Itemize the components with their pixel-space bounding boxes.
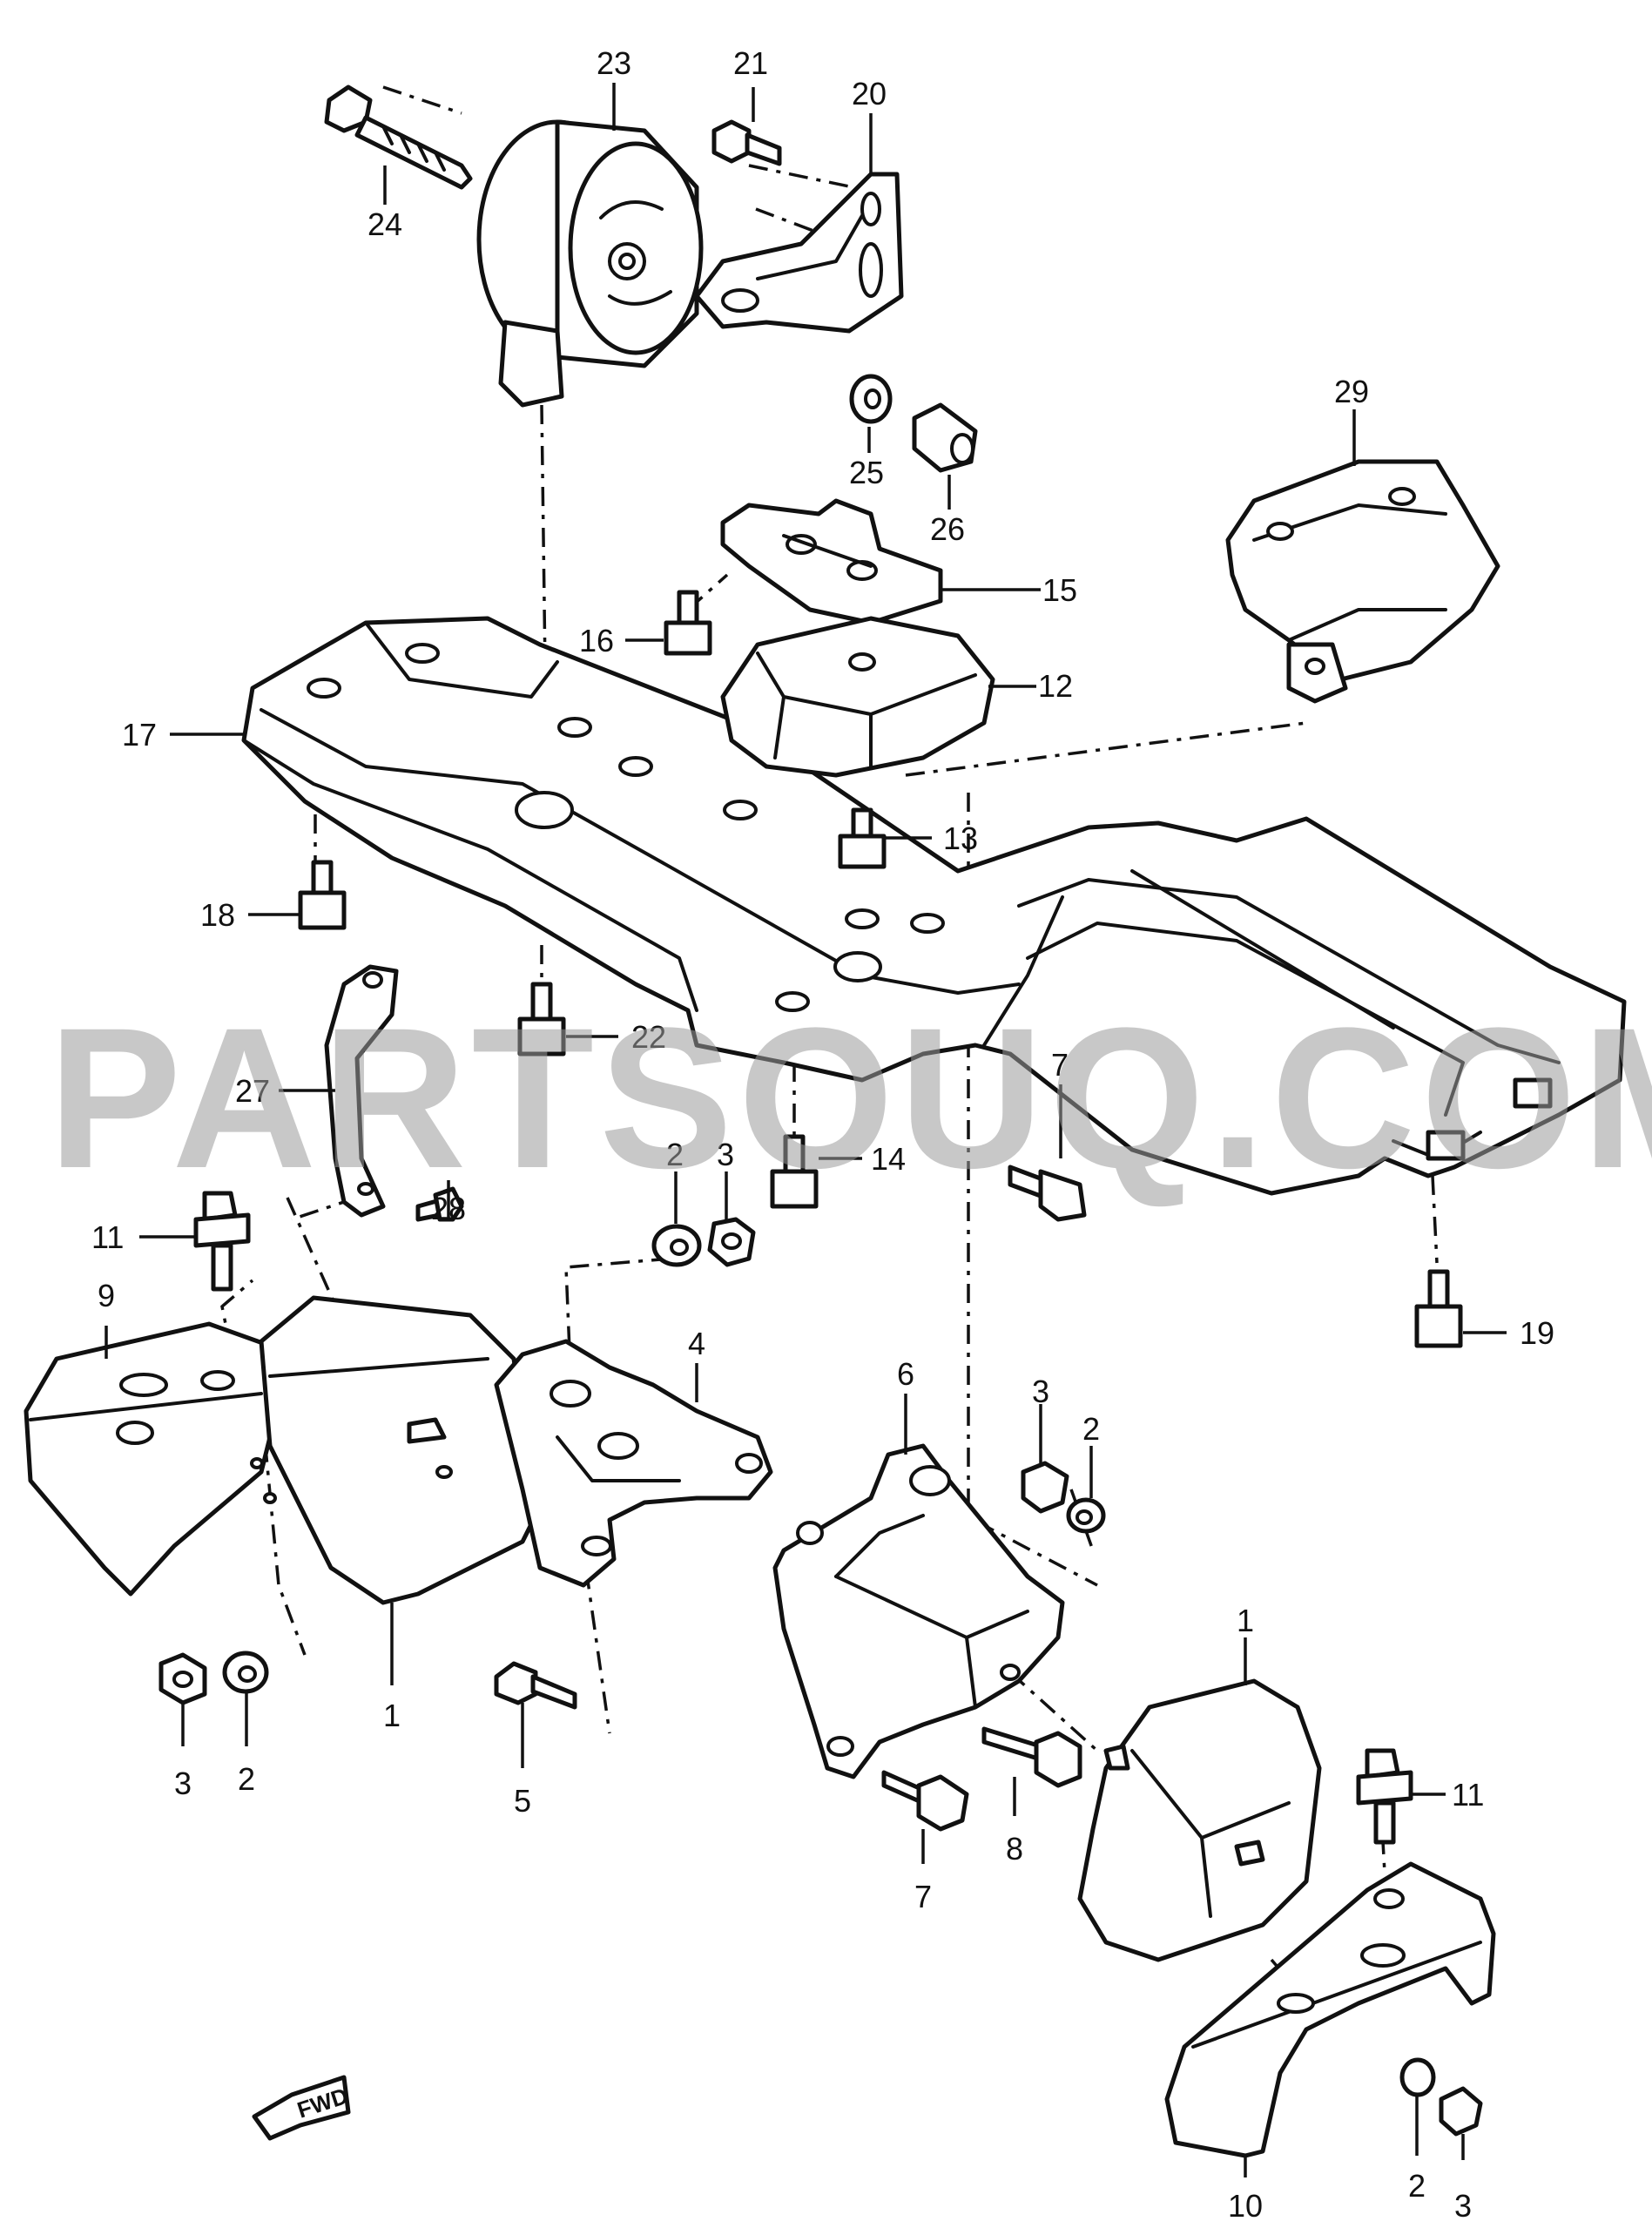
part-3-nut-lower-right — [1439, 2086, 1483, 2137]
callout-10: 10 — [1228, 2188, 1263, 2224]
part-7-bolt-lower — [881, 1770, 969, 1832]
callout-21: 21 — [733, 45, 768, 81]
part-2-nut-upper-left — [651, 1224, 702, 1267]
part-8-bolt — [981, 1726, 1082, 1788]
callout-3-upper-right: 3 — [1032, 1374, 1049, 1409]
callout-15: 15 — [1042, 572, 1077, 608]
callout-6: 6 — [897, 1356, 914, 1392]
callout-2-lower-left: 2 — [238, 1761, 255, 1797]
part-2-nut-upper-right — [1066, 1497, 1106, 1534]
callout-24: 24 — [367, 206, 402, 242]
callout-3-lower-right: 3 — [1454, 2188, 1472, 2224]
callout-28: 28 — [431, 1191, 466, 1226]
callout-22: 22 — [631, 1019, 666, 1055]
part-2-nut-lower-right — [1399, 2057, 1436, 2097]
part-22-bolt — [517, 982, 566, 1057]
part-12-transmission-mount — [720, 616, 995, 778]
part-18-bolt — [298, 860, 347, 930]
part-26-collar — [912, 402, 978, 473]
part-29-mount-insulator — [1225, 459, 1500, 704]
callout-7-upper: 7 — [1051, 1047, 1069, 1083]
part-3-nut-upper-left — [707, 1217, 756, 1267]
callout-2-lower-right: 2 — [1408, 2168, 1426, 2204]
part-7-bolt-upper — [1008, 1165, 1087, 1222]
callout-11-left: 11 — [91, 1219, 124, 1255]
callout-labels: 23 24 21 20 25 26 29 15 16 12 17 13 18 2… — [91, 45, 1554, 2224]
part-11-bolt-right — [1356, 1748, 1413, 1845]
part-13-bolt — [838, 807, 887, 869]
part-24-through-bolt — [324, 84, 473, 190]
callout-19: 19 — [1520, 1315, 1554, 1351]
callout-26: 26 — [930, 511, 965, 547]
part-17-frame-member — [241, 616, 1627, 1196]
callout-3-lower-left: 3 — [174, 1766, 192, 1801]
callout-2-upper-right: 2 — [1082, 1411, 1100, 1447]
part-21-bolt — [711, 119, 782, 166]
part-14-bolt — [770, 1134, 819, 1209]
part-2-nut-lower-left — [222, 1651, 269, 1694]
callout-4: 4 — [688, 1326, 705, 1361]
watermark: PARTSOUQ.COM — [48, 986, 1652, 1210]
leader-lines — [105, 83, 1507, 2177]
part-20-mount-bracket — [694, 172, 904, 334]
callout-14: 14 — [871, 1141, 906, 1177]
part-6-mount-bracket — [772, 1443, 1065, 1779]
part-5-bolt — [494, 1661, 577, 1710]
callout-8: 8 — [1006, 1831, 1023, 1867]
part-3-nut-lower-left — [158, 1652, 207, 1705]
callout-20: 20 — [852, 76, 887, 111]
callout-23: 23 — [597, 45, 631, 81]
part-10-mount-plate — [1164, 1861, 1496, 2158]
callout-2-upper-left: 2 — [666, 1137, 684, 1172]
part-15-mount-bracket — [720, 498, 943, 625]
part-1-mount-insulator-left — [259, 1295, 538, 1605]
callout-5: 5 — [514, 1783, 531, 1819]
part-11-bolt-left — [193, 1191, 251, 1292]
callout-17: 17 — [122, 717, 157, 753]
part-19-bolt — [1414, 1269, 1463, 1348]
part-9-mount-plate — [24, 1321, 281, 1597]
part-4-mount-bracket — [494, 1339, 773, 1588]
part-16-bolt — [664, 590, 712, 656]
callout-25: 25 — [849, 455, 884, 490]
callout-27: 27 — [235, 1073, 270, 1109]
part-1-mount-insulator-right — [1077, 1678, 1322, 1962]
callout-16: 16 — [579, 623, 614, 658]
callout-29: 29 — [1334, 374, 1369, 409]
callout-1-right: 1 — [1237, 1603, 1254, 1638]
callout-11-right: 11 — [1452, 1777, 1484, 1813]
callout-18: 18 — [200, 897, 235, 933]
part-25-washer — [849, 374, 893, 424]
callout-13: 13 — [943, 820, 978, 856]
callout-9: 9 — [98, 1278, 115, 1313]
part-3-nut-upper-right — [1021, 1461, 1069, 1514]
part-23-engine-mount-insulator — [476, 119, 704, 408]
callout-1-left: 1 — [383, 1698, 401, 1733]
callout-7-lower: 7 — [914, 1879, 932, 1914]
callout-12: 12 — [1038, 668, 1073, 704]
part-27-bracket — [324, 964, 399, 1218]
callout-3-upper-left: 3 — [717, 1137, 734, 1172]
forward-direction-arrow: FWD — [252, 2075, 351, 2141]
